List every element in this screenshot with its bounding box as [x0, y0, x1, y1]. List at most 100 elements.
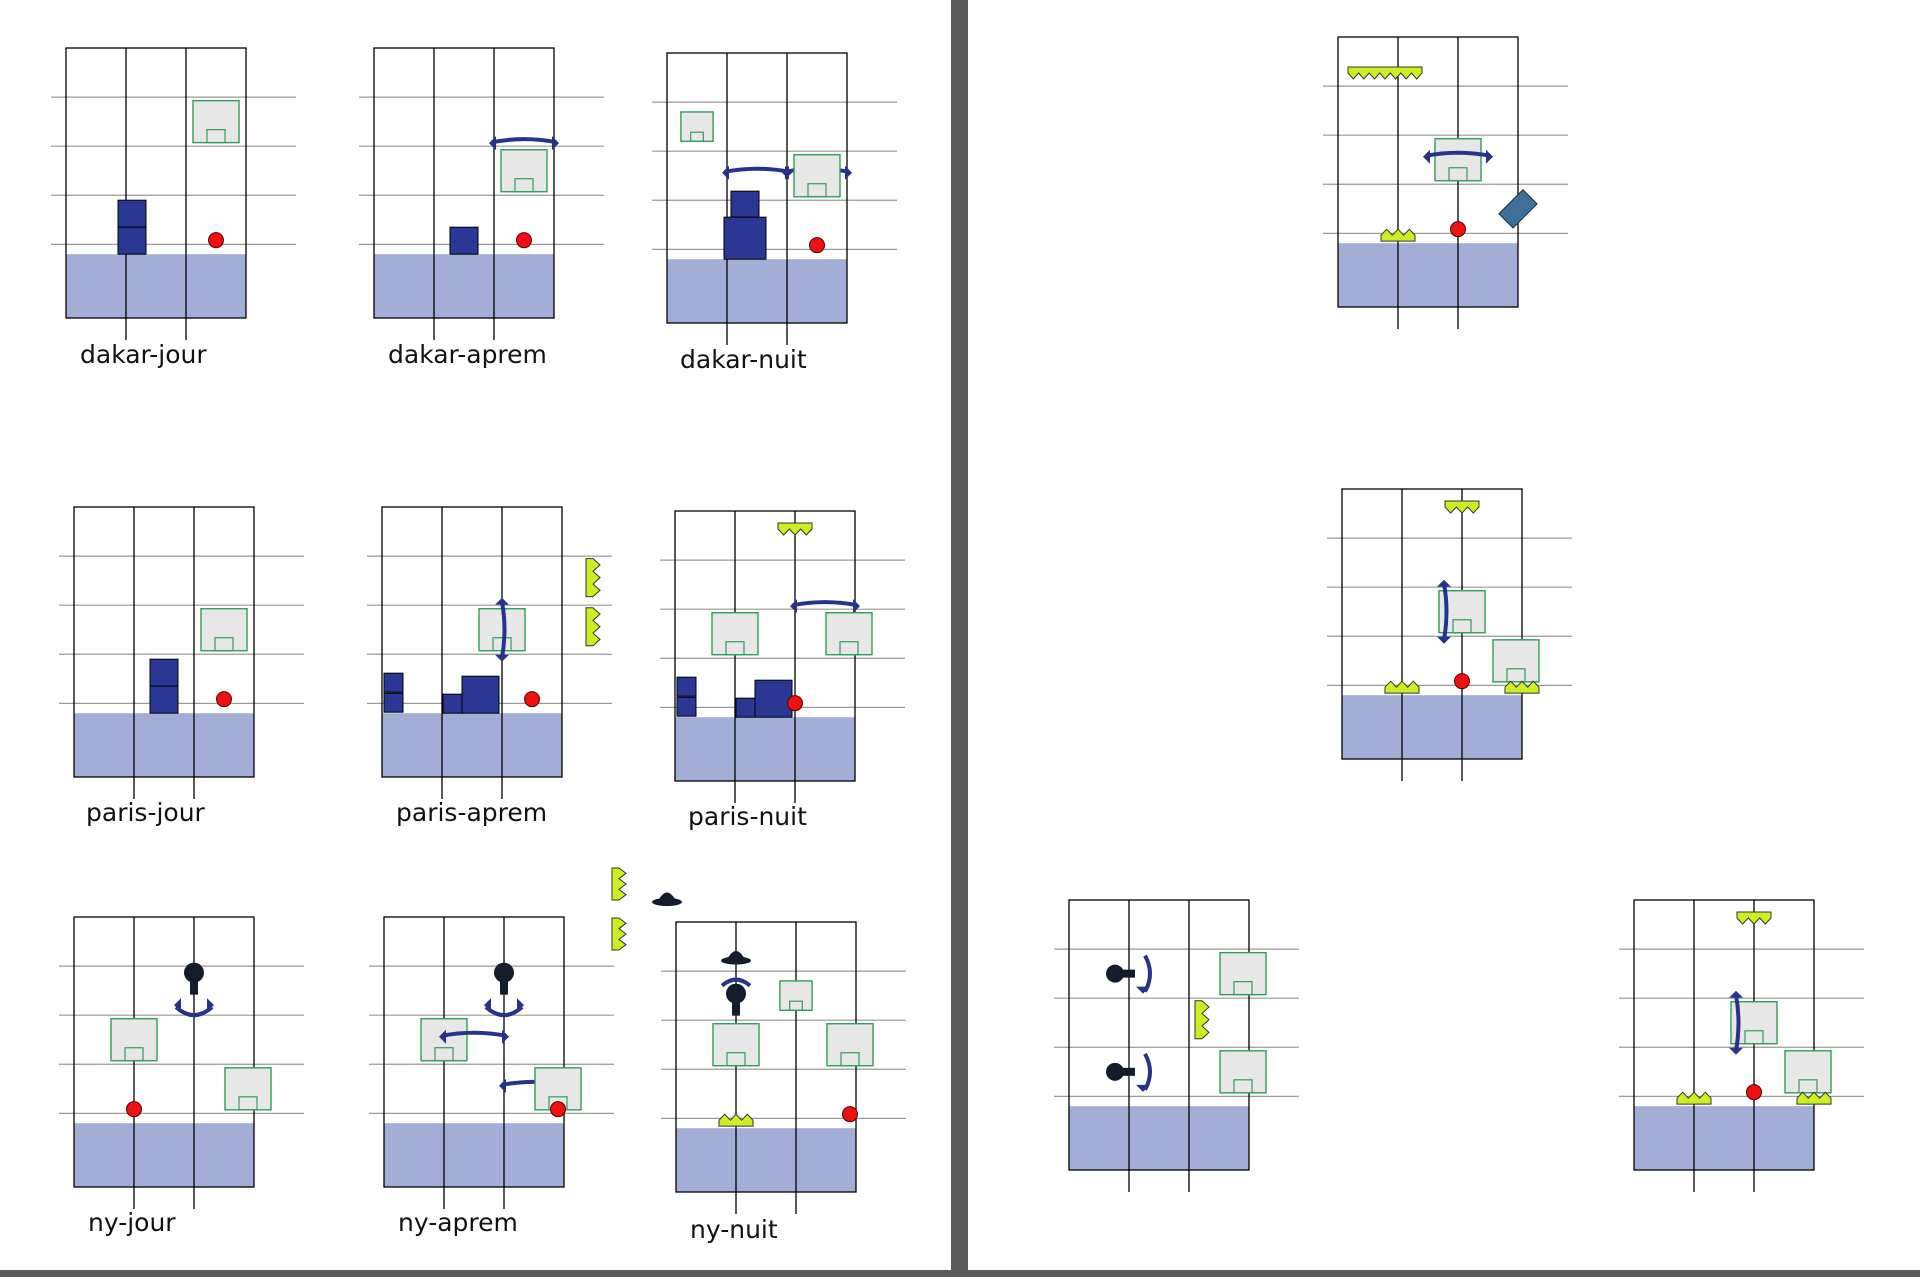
- level-label-paris-aprem: paris-aprem: [396, 798, 548, 827]
- level-frame: [1633, 899, 1815, 1171]
- level-label-paris-jour: paris-jour: [86, 798, 205, 827]
- ball: [550, 1101, 566, 1118]
- spike-strip-vertical: [1194, 1000, 1210, 1040]
- arrow-head: [1437, 579, 1451, 587]
- level-label-ny-aprem: ny-aprem: [398, 1208, 518, 1237]
- level-frame: [1337, 36, 1519, 308]
- arrow-head: [722, 165, 729, 180]
- floor: [1634, 1106, 1814, 1170]
- door-frame: [712, 1023, 760, 1067]
- level-right-bottom-left: [1054, 899, 1299, 1192]
- floating-spike-v: [611, 917, 627, 951]
- block: [149, 658, 179, 687]
- door-opening: [1798, 1079, 1818, 1094]
- block: [730, 190, 760, 218]
- door-frame: [192, 99, 240, 144]
- arrow-horizontal: [792, 600, 858, 608]
- lamp-bulb: [1106, 1062, 1124, 1081]
- ball: [524, 691, 540, 708]
- door-frame: [826, 1023, 874, 1067]
- ball: [1450, 221, 1466, 238]
- arrow-head: [489, 136, 496, 151]
- level-label-dakar-jour: dakar-jour: [80, 340, 207, 369]
- level-right-bottom-right: [1619, 899, 1864, 1192]
- door-opening: [1448, 167, 1468, 182]
- arrow-head: [853, 599, 860, 614]
- arrow-head: [495, 654, 509, 662]
- door-opening: [124, 1047, 144, 1062]
- door-frame: [224, 1067, 272, 1111]
- door-frame: [500, 149, 548, 193]
- arrow-horizontal: [1425, 150, 1491, 158]
- spike-strip: [1380, 228, 1416, 242]
- arrow-horizontal: [441, 1030, 507, 1038]
- arrow-head: [790, 599, 797, 614]
- ball: [208, 232, 224, 249]
- level-label-dakar-aprem: dakar-aprem: [388, 340, 547, 369]
- level-dakar-aprem: [359, 47, 604, 340]
- block: [723, 216, 767, 260]
- floor: [1342, 695, 1522, 759]
- lamp-bulb: [1106, 964, 1124, 983]
- door-frame: [1219, 1050, 1267, 1094]
- arrow-vertical: [500, 601, 507, 659]
- spike-strip: [1444, 500, 1480, 514]
- arrow-head: [1729, 990, 1743, 998]
- arrow-head: [495, 597, 509, 605]
- ball: [1746, 1084, 1762, 1101]
- spike-strip: [1384, 680, 1420, 694]
- floor: [675, 717, 855, 781]
- spike-strip: [718, 1113, 754, 1127]
- level-ny-jour: [59, 916, 304, 1209]
- floor: [1069, 1106, 1249, 1170]
- lamp-post: [190, 980, 198, 995]
- ball: [516, 232, 532, 249]
- level-paris-aprem: [367, 506, 612, 799]
- block: [117, 199, 147, 228]
- level-label-paris-nuit: paris-nuit: [688, 802, 807, 831]
- floor: [66, 254, 246, 318]
- door-opening: [1506, 668, 1526, 683]
- door-frame: [793, 154, 841, 198]
- ball: [126, 1101, 142, 1118]
- spike-strip: [1676, 1091, 1712, 1105]
- arrow-head: [1136, 1084, 1150, 1092]
- door-frame: [779, 980, 813, 1012]
- door-opening: [789, 1000, 803, 1011]
- hat-crown: [727, 951, 745, 960]
- door-frame: [711, 612, 759, 656]
- block: [442, 693, 463, 714]
- arrow-head: [207, 998, 214, 1013]
- door-frame: [420, 1018, 468, 1062]
- door-opening: [726, 1052, 746, 1067]
- block: [676, 676, 697, 697]
- arrow-head: [845, 165, 852, 180]
- block: [735, 697, 756, 718]
- level-frame: [381, 506, 563, 778]
- spike-strip: [1736, 911, 1772, 925]
- arrow-head: [782, 165, 789, 180]
- arrow-head: [499, 1078, 506, 1093]
- block: [149, 685, 179, 714]
- rotated-block: [1498, 189, 1538, 229]
- door-opening: [1233, 1079, 1253, 1094]
- arrow-head: [552, 136, 559, 151]
- block: [449, 226, 479, 255]
- floating-hat: [652, 892, 682, 906]
- door-frame: [1434, 138, 1482, 182]
- lamp-bulb: [184, 962, 204, 983]
- arrow-horizontal: [491, 137, 557, 145]
- level-frame: [383, 916, 565, 1188]
- door-opening: [690, 131, 704, 142]
- lamp-bulb: [726, 983, 746, 1004]
- arrow-head: [1486, 149, 1493, 164]
- level-dakar-jour: [51, 47, 296, 340]
- block: [754, 679, 793, 718]
- level-dakar-nuit: [652, 52, 897, 345]
- level-frame: [373, 47, 555, 319]
- level-frame: [73, 916, 255, 1188]
- arrow-head: [174, 998, 181, 1013]
- arrow-head: [1136, 986, 1150, 994]
- door-frame: [200, 608, 248, 652]
- level-label-ny-jour: ny-jour: [88, 1208, 176, 1237]
